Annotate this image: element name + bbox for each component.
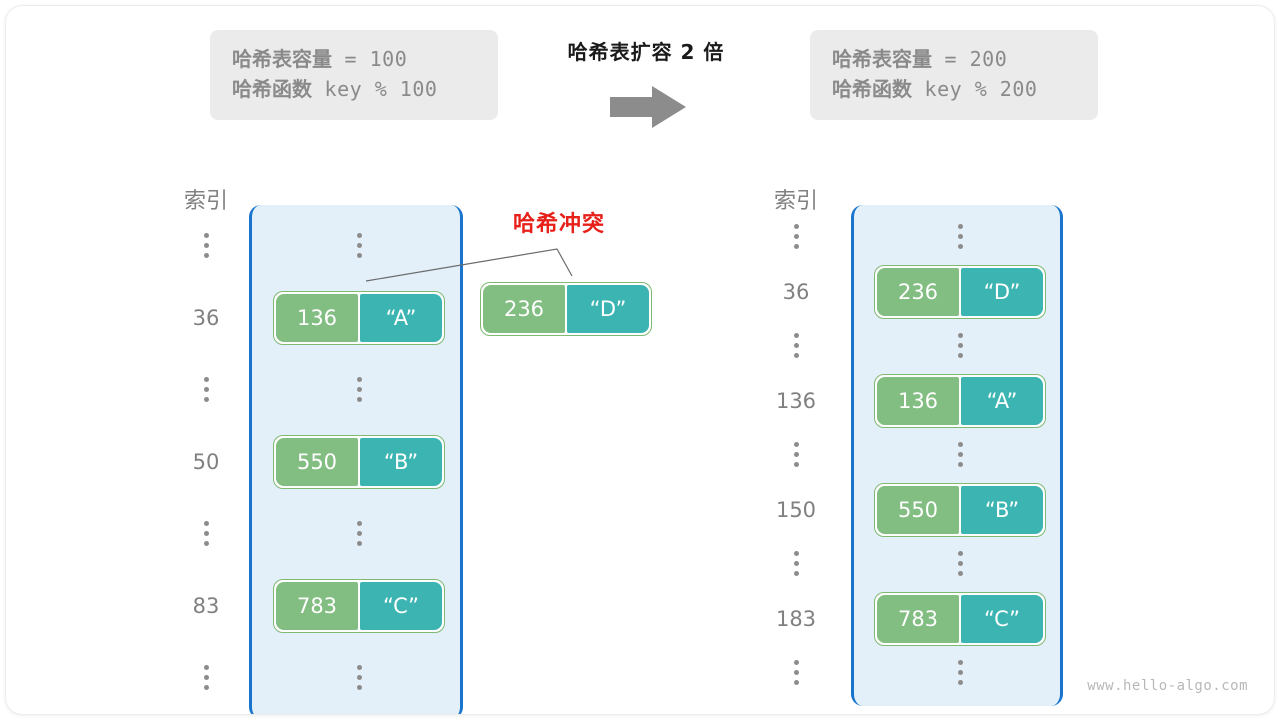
- entry-key: 783: [877, 594, 959, 643]
- capacity-line-after: 哈希表容量 = 200: [832, 44, 1076, 74]
- index-ellipsis: [756, 660, 836, 686]
- arrow-right-icon: [610, 86, 686, 128]
- bucket-ellipsis: [349, 377, 369, 403]
- capacity-label-after: 哈希表容量: [832, 47, 932, 71]
- index-ellipsis: [166, 665, 246, 691]
- index-ellipsis: [166, 377, 246, 403]
- column-headers-left: 索引 key value: [156, 151, 476, 283]
- function-line-after: 哈希函数 key % 200: [832, 74, 1076, 104]
- function-expr-before: key % 100: [312, 77, 438, 101]
- collision-label: 哈希冲突: [512, 212, 605, 237]
- index-column-left: 36 50 83: [166, 205, 246, 714]
- colliding-key: 236: [483, 285, 565, 333]
- capacity-eq-after: =: [932, 47, 970, 71]
- index-ellipsis: [166, 521, 246, 547]
- info-box-before: 哈希表容量 = 100 哈希函数 key % 100: [210, 30, 498, 120]
- info-box-after: 哈希表容量 = 200 哈希函数 key % 200: [810, 30, 1098, 120]
- index-ellipsis: [756, 333, 836, 359]
- entry-value: “B”: [961, 485, 1043, 534]
- capacity-value-before: 100: [369, 47, 408, 71]
- index-label: 150: [775, 497, 817, 522]
- colliding-pair-cell: 236 “D”: [480, 282, 652, 336]
- function-line-before: 哈希函数 key % 100: [232, 74, 476, 104]
- entry-value: “B”: [360, 438, 442, 486]
- bucket-ellipsis: [950, 442, 970, 468]
- index-label: 183: [775, 606, 817, 631]
- expand-caption: 哈希表扩容 2 倍: [567, 40, 725, 64]
- entry-pair-cell: 550“B”: [874, 482, 1046, 537]
- capacity-eq-before: =: [332, 47, 370, 71]
- bucket-ellipsis: [349, 233, 369, 259]
- entry-pair-cell: 550“B”: [273, 435, 445, 489]
- index-ellipsis: [166, 233, 246, 259]
- function-expr-after: key % 200: [912, 77, 1038, 101]
- index-label: 50: [192, 450, 220, 474]
- entry-pair-cell: 136“A”: [273, 291, 445, 345]
- index-label: 83: [192, 594, 220, 618]
- entry-key: 550: [276, 438, 358, 486]
- entry-pair-cell: 783“C”: [874, 591, 1046, 646]
- colliding-value: “D”: [567, 285, 649, 333]
- entry-value: “A”: [360, 294, 442, 342]
- function-label-after: 哈希函数: [832, 77, 912, 101]
- entry-key: 236: [877, 267, 959, 316]
- bucket-ellipsis: [950, 333, 970, 359]
- index-label: 136: [775, 388, 817, 413]
- hash-table-after: 236“D” 136“A” 550“B” 783“C”: [851, 205, 1063, 706]
- capacity-line-before: 哈希表容量 = 100: [232, 44, 476, 74]
- bucket-ellipsis: [349, 665, 369, 691]
- index-label: 36: [192, 306, 220, 330]
- entry-pair-cell: 236“D”: [874, 264, 1046, 319]
- entry-key: 136: [276, 294, 358, 342]
- entry-value: “C”: [961, 594, 1043, 643]
- bucket-ellipsis: [950, 224, 970, 250]
- entry-key: 550: [877, 485, 959, 534]
- entry-key: 783: [276, 582, 358, 630]
- entry-value: “C”: [360, 582, 442, 630]
- index-label: 36: [782, 279, 810, 304]
- capacity-value-after: 200: [969, 47, 1008, 71]
- watermark: www.hello-algo.com: [1087, 678, 1248, 694]
- entry-key: 136: [877, 376, 959, 425]
- capacity-label-before: 哈希表容量: [232, 47, 332, 71]
- index-ellipsis: [756, 551, 836, 577]
- diagram-canvas: 哈希表容量 = 100 哈希函数 key % 100 哈希表扩容 2 倍 哈希表…: [6, 6, 1274, 714]
- header-index-left: 索引: [183, 189, 228, 214]
- entry-value: “A”: [961, 376, 1043, 425]
- index-ellipsis: [756, 224, 836, 250]
- index-ellipsis: [756, 442, 836, 468]
- column-headers-right: 索引 key value: [746, 151, 1066, 283]
- bucket-ellipsis: [349, 521, 369, 547]
- bucket-ellipsis: [950, 551, 970, 577]
- entry-pair-cell: 136“A”: [874, 373, 1046, 428]
- index-column-right: 36 136 150 183: [756, 205, 836, 706]
- entry-pair-cell: 783“C”: [273, 579, 445, 633]
- bucket-ellipsis: [950, 660, 970, 686]
- collision-connector-lines: [365, 248, 573, 282]
- hash-table-before: 136“A” 550“B” 783“C”: [249, 205, 463, 714]
- function-label-before: 哈希函数: [232, 77, 312, 101]
- header-index-right: 索引: [773, 189, 818, 214]
- entry-value: “D”: [961, 267, 1043, 316]
